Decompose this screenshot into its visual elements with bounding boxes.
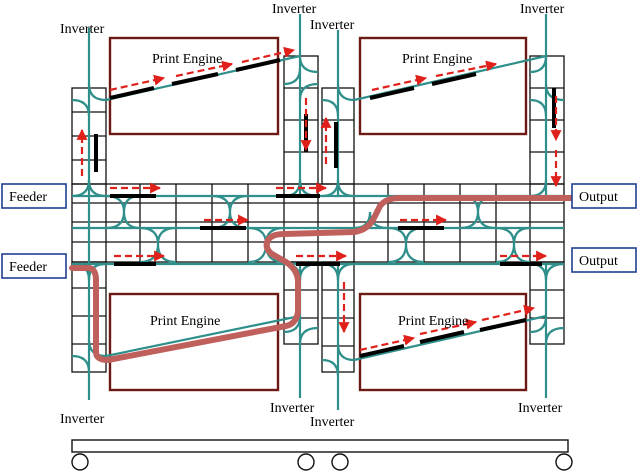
output-label-bottom: Output (579, 254, 618, 269)
inverter-label-top-3: Inverter (310, 18, 355, 33)
cart-wheel-1 (71, 453, 89, 471)
feeder-port-top (1, 183, 67, 209)
print-engine-top-left (108, 36, 280, 136)
inverter-label-top-2: Inverter (272, 2, 317, 17)
print-engine-bottom-right (358, 292, 528, 392)
inverter-label-bottom-3: Inverter (310, 415, 355, 430)
inverter-label-bottom-1: Inverter (60, 412, 105, 427)
base-cart (71, 439, 573, 471)
cart-wheel-2 (297, 453, 315, 471)
print-engine-label-bottom-left: Print Engine (150, 314, 220, 329)
feeder-label-bottom: Feeder (9, 260, 47, 275)
output-label-top: Output (579, 190, 618, 205)
paper-sheets (94, 58, 556, 358)
output-port-bottom (571, 247, 637, 273)
feeder-label-top: Feeder (9, 190, 47, 205)
inverter-label-top-1: Inverter (60, 22, 105, 37)
sample-paper-route (69, 195, 575, 363)
cart-wheel-4 (555, 453, 573, 471)
print-engine-label-top-left: Print Engine (152, 52, 222, 67)
flow-arrows (76, 46, 562, 352)
cart-wheel-3 (331, 453, 349, 471)
feeder-port-bottom (1, 253, 67, 279)
output-port-top (571, 183, 637, 209)
print-engine-label-bottom-right: Print Engine (398, 314, 468, 329)
inverter-label-top-4: Inverter (520, 2, 565, 17)
inverter-label-bottom-2: Inverter (270, 401, 315, 416)
inverter-label-bottom-4: Inverter (518, 401, 563, 416)
print-engine-label-top-right: Print Engine (402, 52, 472, 67)
